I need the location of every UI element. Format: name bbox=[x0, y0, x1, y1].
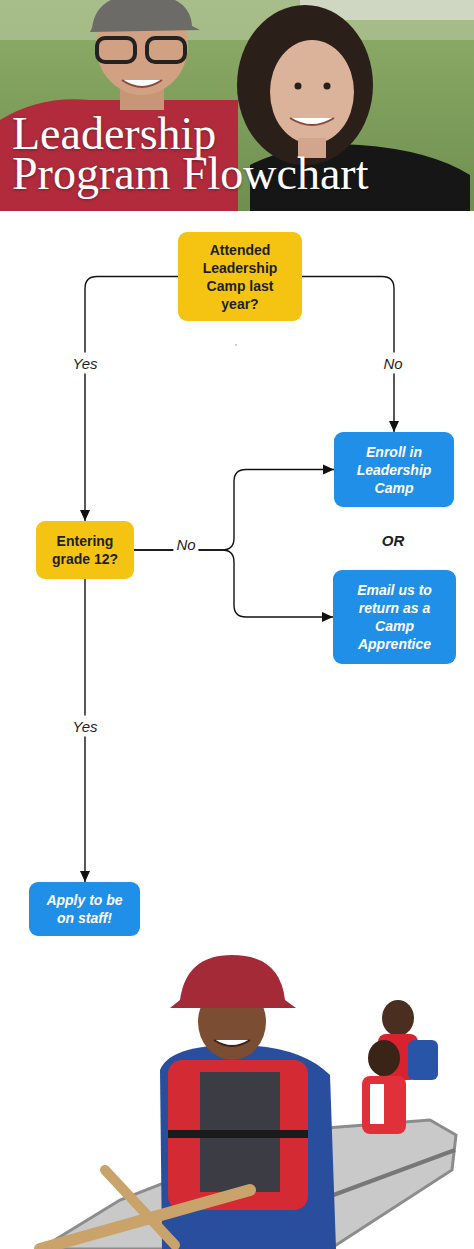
face bbox=[270, 40, 354, 144]
connector-arrow bbox=[134, 550, 333, 617]
canoe-thwart bbox=[320, 1150, 455, 1200]
decision-box: Entering grade 12? bbox=[36, 521, 134, 579]
photo-background bbox=[0, 0, 474, 211]
smile bbox=[214, 1040, 250, 1046]
face bbox=[382, 1000, 414, 1036]
shirt bbox=[370, 1084, 384, 1124]
connector-arrow bbox=[134, 470, 334, 551]
action-box: Email us to return as a Camp Apprentice bbox=[333, 570, 456, 664]
vest-strap bbox=[168, 1130, 308, 1138]
node-text: Attended Leadership Camp last year? bbox=[192, 241, 288, 313]
glasses bbox=[97, 38, 135, 62]
connector-arrow bbox=[85, 277, 178, 522]
edge-label: No bbox=[173, 534, 198, 555]
edge-label: Yes bbox=[69, 353, 100, 374]
node-text: Enroll in Leadership Camp bbox=[348, 443, 440, 497]
canoe-photo bbox=[0, 950, 474, 1249]
action-box: Enroll in Leadership Camp bbox=[334, 432, 454, 507]
shirt bbox=[408, 1040, 438, 1080]
blue-shirt bbox=[160, 1045, 336, 1249]
bucket-hat bbox=[170, 955, 296, 1008]
curly-hair bbox=[237, 5, 373, 165]
glasses bbox=[147, 38, 185, 62]
edge-label: No bbox=[380, 353, 405, 374]
cap bbox=[90, 0, 200, 32]
or-label: OR bbox=[382, 532, 405, 549]
eye bbox=[324, 83, 331, 90]
decision-box: Attended Leadership Camp last year? bbox=[178, 232, 302, 321]
smile bbox=[122, 80, 162, 87]
smile bbox=[290, 118, 334, 125]
sky-band bbox=[0, 0, 474, 40]
action-box: Apply to be on staff! bbox=[29, 882, 140, 936]
node-text: Entering grade 12? bbox=[50, 532, 120, 568]
paddle-shaft bbox=[105, 1170, 175, 1245]
title-text: Leadership Program Flowchart bbox=[12, 114, 378, 194]
face bbox=[368, 1040, 400, 1076]
node-text: Email us to return as a Camp Apprentice bbox=[347, 581, 442, 653]
speck bbox=[235, 344, 237, 346]
node-text: Apply to be on staff! bbox=[43, 891, 126, 927]
edge-label: Yes bbox=[69, 716, 100, 737]
life-vest bbox=[362, 1076, 406, 1134]
eye bbox=[295, 83, 302, 90]
